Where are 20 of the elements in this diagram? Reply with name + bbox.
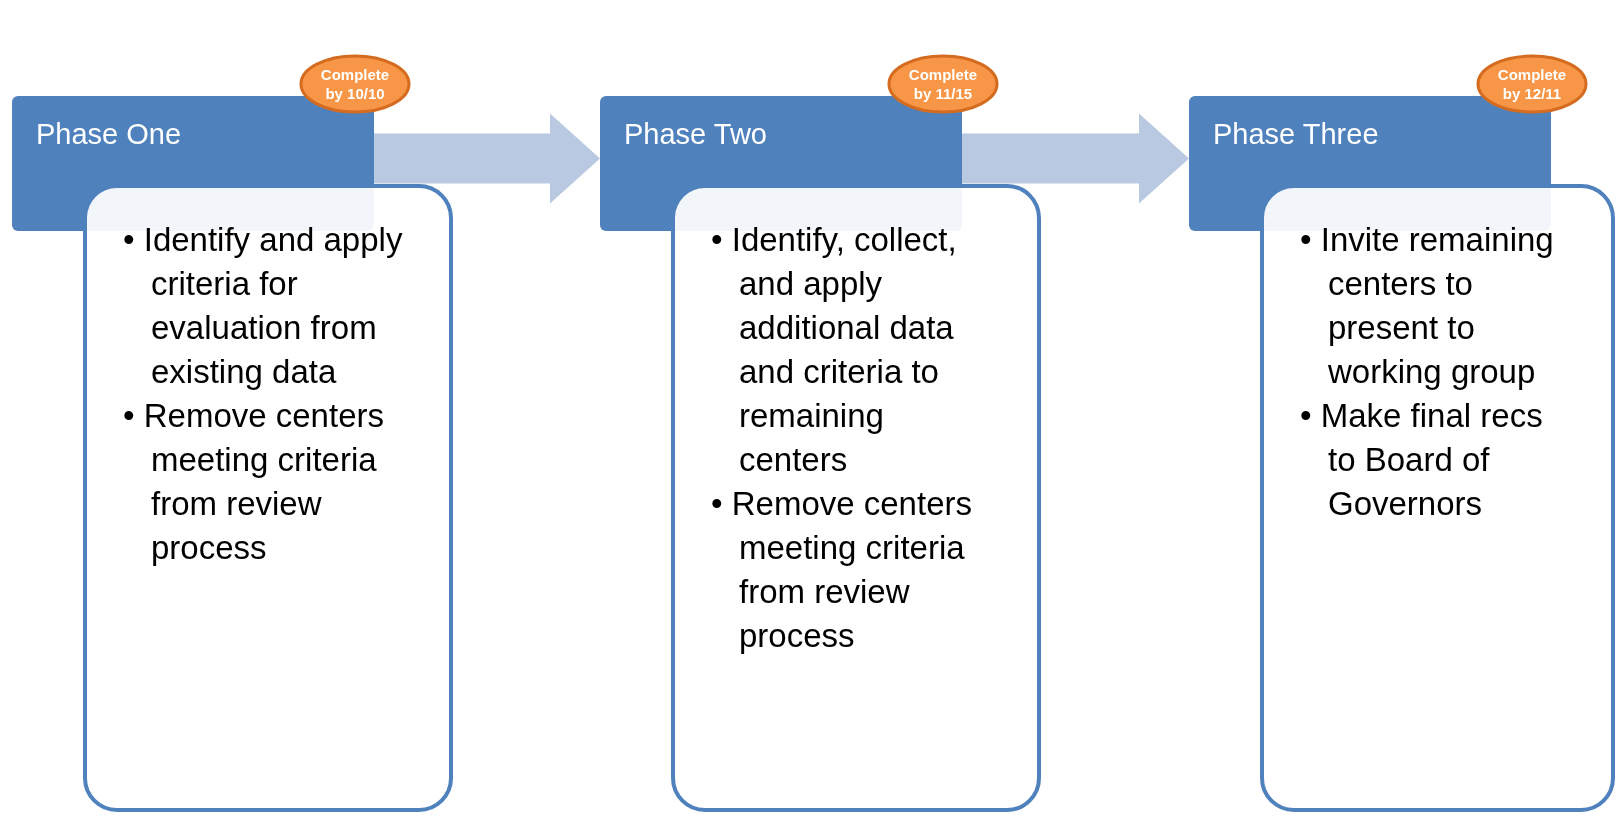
- deadline-text: Complete by 10/10: [320, 65, 390, 103]
- deadline-text: Complete by 11/15: [908, 65, 978, 103]
- task-card: [1260, 184, 1615, 812]
- arrow: [374, 113, 600, 204]
- deadline-ellipse: [887, 54, 999, 114]
- bullet-item: • Identify and apply criteria for evaluation from existing data: [123, 220, 404, 392]
- phase-title: Phase Three: [1213, 118, 1379, 150]
- phase-title: Phase Two: [624, 118, 767, 150]
- deadline-ellipse: [1476, 54, 1588, 114]
- bullet-item: • Remove centers meeting criteria from review process: [711, 484, 973, 656]
- task-card: [671, 184, 1041, 812]
- deadline-text: Complete by 12/11: [1497, 65, 1567, 103]
- bullet-item: • Make final recs to Board of Governors: [1300, 396, 1544, 524]
- phase-title: Phase One: [36, 118, 182, 150]
- bullet-item: • Identify, collect, and apply additional data and criteria to remaining centers: [711, 220, 958, 480]
- arrow: [962, 113, 1189, 204]
- bullet-item: • Remove centers meeting criteria from review process: [123, 396, 385, 568]
- deadline-ellipse: [299, 54, 411, 114]
- task-card: [83, 184, 453, 812]
- bullet-item: • Invite remaining centers to present to working group: [1300, 220, 1555, 392]
